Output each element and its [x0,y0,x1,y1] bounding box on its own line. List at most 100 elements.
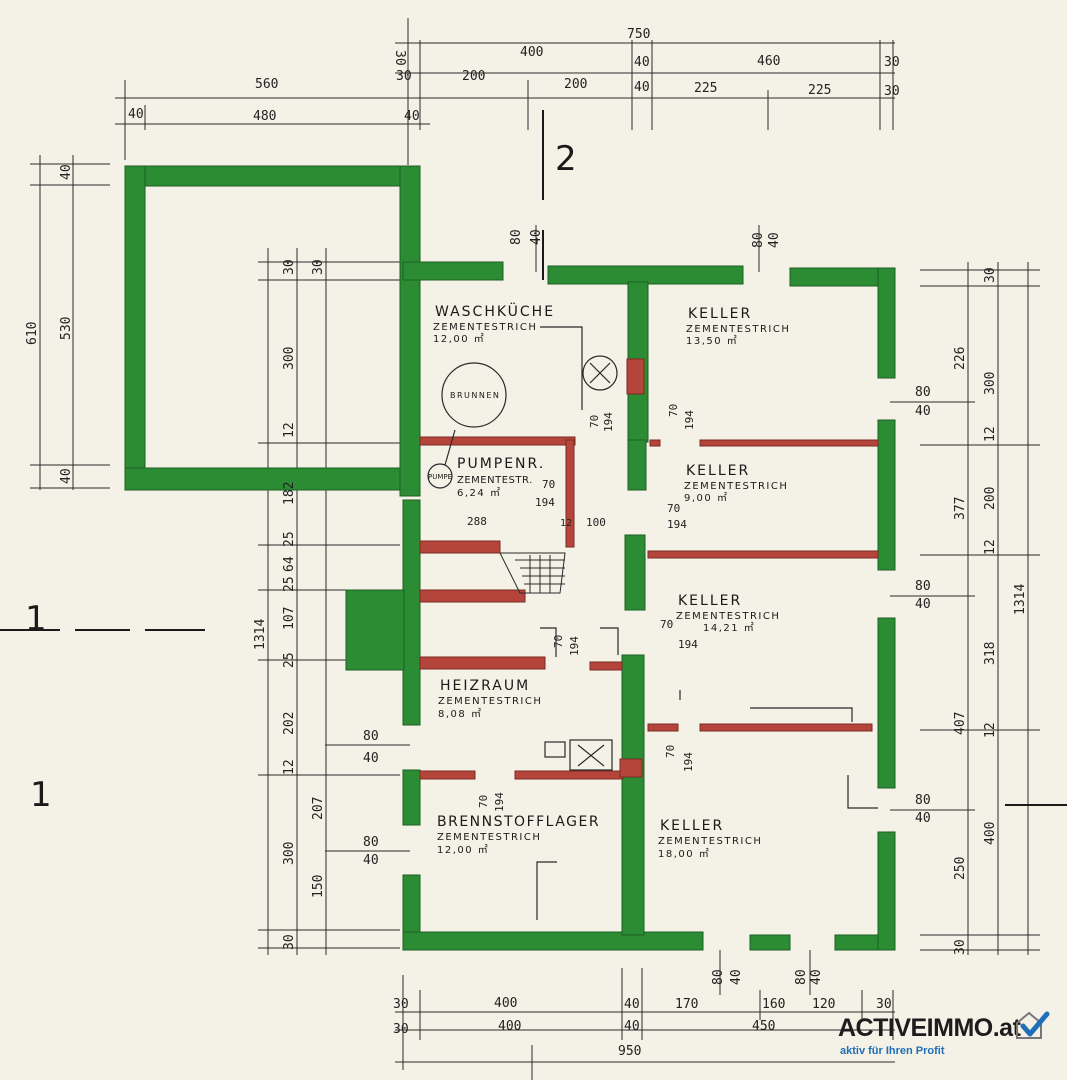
window-height-top-1: 40 [529,229,544,245]
door-width-1: 70 [588,415,601,428]
window-width-left-2: 80 [363,835,379,850]
dim-top-a-3: 460 [757,54,780,69]
door-height-8: 194 [493,792,506,812]
brand-name: ACTIVEIMMO.at [838,1014,1021,1042]
window-width-left-1: 80 [363,729,379,744]
outer-walls [124,165,896,951]
section-marker-1a: 1 [25,599,47,639]
window-height-top-2: 40 [767,232,782,248]
door-width-6: 70 [660,618,673,631]
dim-right-9: 407 [953,712,968,735]
dim-bottom-b-0: 30 [393,1022,409,1037]
door-width-8: 70 [477,795,490,808]
dim-left-main-4: 182 [282,482,297,505]
window-height-right-1: 40 [915,404,931,419]
section-marker-1b: 1 [30,775,52,815]
dim-bottom-a-1: 400 [494,996,517,1011]
door-width-5: 70 [552,635,565,648]
dim-left-main-0: 1314 [253,619,268,650]
inner-walls [419,358,879,780]
dim-top-left-0: 560 [255,77,278,92]
dim-left-main-2: 300 [282,347,297,370]
dim-bottom-a-6: 30 [876,997,892,1012]
room-keller-3-name: KELLER [678,593,742,609]
door-height-4: 194 [667,518,687,531]
window-width-top-2: 80 [751,232,766,248]
window-height-left-1: 40 [363,751,379,766]
dim-top-a-0: 30 [392,50,407,66]
dim-top-b-3: 40 [634,80,650,95]
door-width-4: 70 [667,502,680,515]
door-width-7: 70 [664,745,677,758]
room-heizraum-name: HEIZRAUM [440,678,530,694]
dim-top-b-6: 30 [884,84,900,99]
dim-left-outer-1: 40 [59,164,74,180]
dim-left-main-7: 25 [282,576,297,592]
dim-left-main-5: 25 [282,531,297,547]
dim-left-main-11: 12 [282,759,297,775]
room-brennstofflager-name: BRENNSTOFFLAGER [437,814,600,830]
room-keller-4-area: 18,00 ㎡ [658,848,710,860]
brand-slogan: aktiv für Ihren Profit [840,1045,945,1057]
dim-top-a-2: 40 [634,55,650,70]
dim-top-b-0: 30 [396,69,412,84]
door-height-7: 194 [682,752,695,772]
pumpe-label: PUMPE [428,473,452,481]
dim-right-8: 318 [983,642,998,665]
room-keller-1-floor: ZEMENTESTRICH [686,324,790,335]
door-width-2: 70 [667,404,680,417]
room-heizraum-area: 8,08 ㎡ [438,708,482,720]
room-pumpenraum-area: 6,24 ㎡ [457,487,501,499]
dim-bottom-a-4: 160 [762,997,785,1012]
room-keller-3-floor: ZEMENTESTRICH [676,611,780,622]
dim-left-main-3: 12 [282,422,297,438]
dim-bottom-b-1: 400 [498,1019,521,1034]
dim-top-left-1: 40 [128,107,144,122]
window-width-right-2: 80 [915,579,931,594]
room-keller-1-area: 13,50 ㎡ [686,335,738,347]
room-brennstofflager-area: 12,00 ㎡ [437,844,489,856]
dim-bottom-a-2: 40 [624,997,640,1012]
dim-right-5: 200 [983,487,998,510]
room-keller-4-floor: ZEMENTESTRICH [658,836,762,847]
room-keller-1-name: KELLER [688,306,752,322]
dim-left-main-13: 300 [282,842,297,865]
dim-top-a-4: 30 [884,55,900,70]
brunnen-circle [441,362,507,428]
door-width-3: 70 [542,478,555,491]
dim-top-left-3: 40 [404,109,420,124]
room-pumpenraum-floor: ZEMENTESTR. [457,475,533,486]
dim-left-main-8: 107 [282,607,297,630]
dim-bottom-b-2: 40 [624,1019,640,1034]
window-width-bottom-2: 80 [794,969,809,985]
dim-left-main-1: 30 [282,259,297,275]
window-height-bottom-1: 40 [729,969,744,985]
window-height-bottom-2: 40 [809,969,824,985]
fixtures [427,326,878,920]
pumpe-circle [427,463,453,489]
room-keller-3-area: 14,21 ㎡ [703,622,755,634]
door-height-5: 194 [568,636,581,656]
dim-left-main-6: 64 [282,556,297,572]
dim-left-outer-3: 40 [59,468,74,484]
dim-left-main-15: 30 [282,934,297,950]
dim-right-10: 12 [983,722,998,738]
window-height-right-2: 40 [915,597,931,612]
dim-bottom-a-5: 120 [812,997,835,1012]
room-waschkueche-name: WASCHKÜCHE [435,302,555,320]
window-height-left-2: 40 [363,853,379,868]
dim-bottom-a-0: 30 [393,997,409,1012]
dim-left-outer-2: 530 [59,317,74,340]
dim-bottom-total: 950 [618,1044,641,1059]
section-lines [0,110,1067,806]
window-height-right-3: 40 [915,811,931,826]
dim-top-b-2: 200 [564,77,587,92]
window-width-top-1: 80 [509,229,524,245]
door-height-3: 194 [535,496,555,509]
dim-right-13: 30 [953,939,968,955]
window-width-right-3: 80 [915,793,931,808]
room-keller-2-floor: ZEMENTESTRICH [684,481,788,492]
dim-left-outer-0: 610 [25,322,40,345]
dim-bottom-b-3: 450 [752,1019,775,1034]
